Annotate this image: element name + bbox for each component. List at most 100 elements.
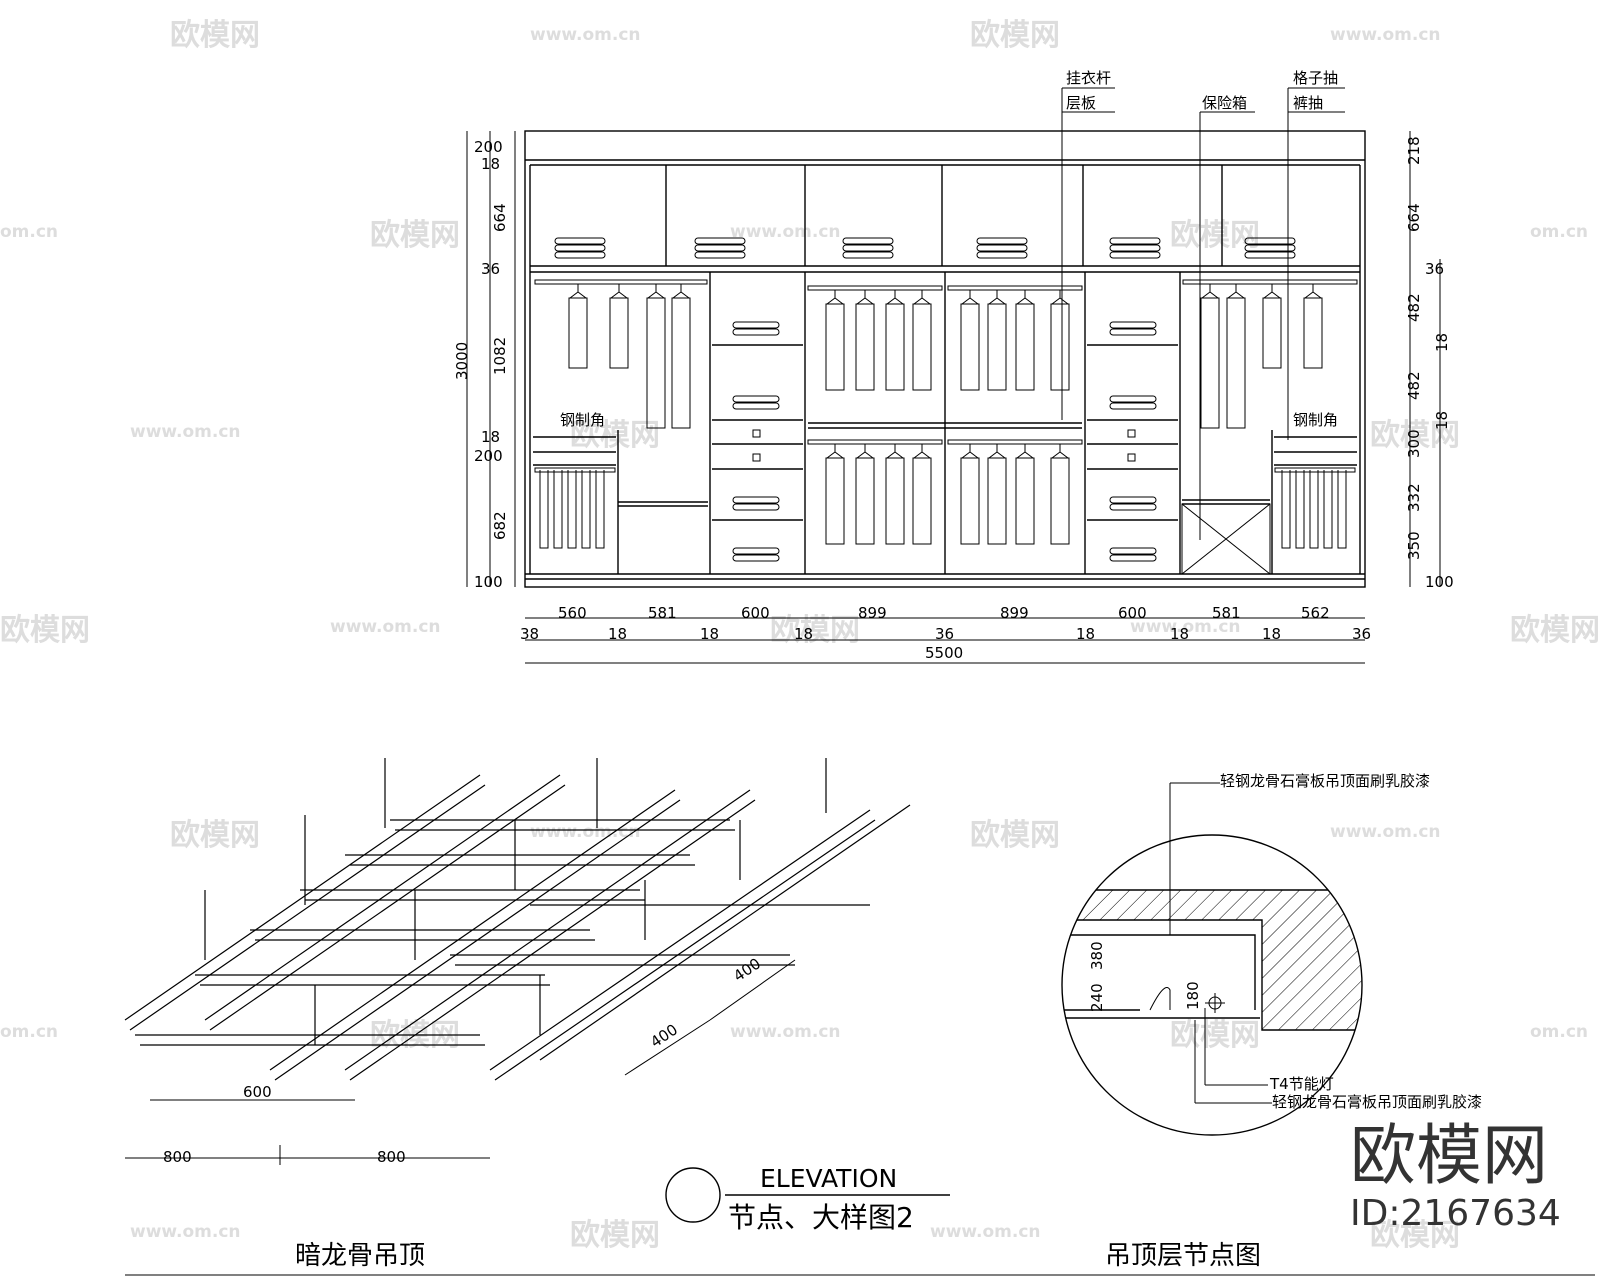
hanging-garments <box>539 284 1347 549</box>
left-dim: 100 <box>474 573 503 591</box>
node-lamp-label: T4节能灯 <box>1269 1075 1334 1093</box>
bottom-dim-top: 600 <box>1118 604 1147 622</box>
right-dim: 300 <box>1405 429 1423 458</box>
callout-grid-drawer: 格子抽 <box>1293 69 1338 87</box>
ceiling-dim-800b: 800 <box>377 1148 406 1166</box>
title-block: ELEVATION 节点、大样图2 <box>665 1164 950 1234</box>
bottom-dim-bottom: 36 <box>1352 625 1371 643</box>
left-dim: 1082 <box>491 337 509 375</box>
watermark-url: www.om.cn <box>530 822 641 842</box>
brand-stamp: 欧模网 <box>1350 1117 1548 1194</box>
ceiling-dim-400b: 400 <box>647 1020 681 1051</box>
left-dim: 664 <box>491 203 509 232</box>
watermark-logo: 欧模网 <box>170 818 260 853</box>
watermark-logo: 欧模网 <box>970 818 1060 853</box>
right-dim: 482 <box>1405 371 1423 400</box>
watermark-url: om.cn <box>0 1022 58 1042</box>
watermark-url: www.om.cn <box>930 1222 1041 1242</box>
left-dim: 200 <box>474 447 503 465</box>
watermark-url: www.om.cn <box>330 617 441 637</box>
overall-width: 5500 <box>925 644 963 662</box>
right-dim: 332 <box>1405 483 1423 512</box>
ceiling-keel-drawing: 400 400 600 800 800 暗龙骨吊顶 <box>124 758 911 1271</box>
safe-box <box>1181 503 1271 575</box>
watermark-url: www.om.cn <box>130 422 241 442</box>
bottom-dim-top: 899 <box>858 604 887 622</box>
model-id: ID:2167634 <box>1350 1193 1561 1234</box>
folded-clothes <box>554 237 1296 562</box>
ceiling-node-detail: 轻钢龙骨石膏板吊顶面刷乳胶漆 380 240 180 T4节能灯 轻钢龙骨石膏板… <box>1061 772 1482 1271</box>
bottom-dim-bottom: 18 <box>1076 625 1095 643</box>
left-dim: 682 <box>491 511 509 540</box>
node-caption: 吊顶层节点图 <box>1105 1241 1261 1271</box>
title-line-2: 节点、大样图2 <box>728 1201 914 1234</box>
watermark-logo: 欧模网 <box>570 418 660 453</box>
left-dim: 36 <box>481 260 500 278</box>
watermark-logo: 欧模网 <box>770 613 860 648</box>
callout-safe: 保险箱 <box>1202 94 1247 112</box>
ceiling-caption: 暗龙骨吊顶 <box>295 1241 425 1271</box>
bottom-dim-top: 581 <box>648 604 677 622</box>
left-dimension-line <box>466 131 516 587</box>
watermark-logo: 欧模网 <box>1510 613 1600 648</box>
watermark-url: om.cn <box>0 222 58 242</box>
callout-shelf: 层板 <box>1066 94 1096 112</box>
bottom-dim-top: 562 <box>1301 604 1330 622</box>
cabinet-outline <box>524 130 1366 588</box>
bottom-dim-bottom: 18 <box>794 625 813 643</box>
bottom-dim-bottom: 18 <box>1262 625 1281 643</box>
watermark-url: www.om.cn <box>730 1022 841 1042</box>
bottom-dim-bottom: 18 <box>700 625 719 643</box>
right-dim: 482 <box>1405 293 1423 322</box>
overall-height: 3000 <box>453 342 471 380</box>
watermark-logo: 欧模网 <box>970 18 1060 53</box>
watermark-url: www.om.cn <box>1130 617 1241 637</box>
watermark-logo: 欧模网 <box>370 218 460 253</box>
right-dim: 100 <box>1425 573 1454 591</box>
node-note-top: 轻钢龙骨石膏板吊顶面刷乳胶漆 <box>1220 772 1430 790</box>
partitions <box>617 272 1273 574</box>
wardrobe-elevation: 钢制角 钢制角 挂衣杆 层板 保险箱 格子抽 裤抽 200 18 664 36 … <box>453 69 1454 664</box>
watermark-url: www.om.cn <box>1330 822 1441 842</box>
bottom-dim-top: 581 <box>1212 604 1241 622</box>
ceiling-dim-800a: 800 <box>163 1148 192 1166</box>
hanging-rods <box>534 279 1358 473</box>
node-dim-240: 240 <box>1088 983 1106 1012</box>
watermark-logo: 欧模网 <box>0 613 90 648</box>
watermark-url: www.om.cn <box>1330 25 1441 45</box>
corner-label-right: 钢制角 <box>1293 411 1338 429</box>
right-dim: 218 <box>1405 136 1423 165</box>
top-dividers <box>665 165 1223 266</box>
watermark-logo: 欧模网 <box>1170 1018 1260 1053</box>
watermark-logo: 欧模网 <box>1170 218 1260 253</box>
watermark-logo: 欧模网 <box>570 1218 660 1253</box>
right-dim: 18 <box>1433 333 1451 352</box>
node-note-bottom: 轻钢龙骨石膏板吊顶面刷乳胶漆 <box>1272 1093 1482 1111</box>
node-dim-380: 380 <box>1088 941 1106 970</box>
left-dim: 18 <box>481 155 500 173</box>
watermark-url: om.cn <box>1530 222 1588 242</box>
left-dim: 18 <box>481 428 500 446</box>
right-dimension-line <box>1409 131 1441 587</box>
right-dim: 664 <box>1405 203 1423 232</box>
watermark-url: www.om.cn <box>730 222 841 242</box>
watermark-url: www.om.cn <box>530 25 641 45</box>
right-dim: 350 <box>1405 531 1423 560</box>
title-circle <box>665 1167 721 1223</box>
watermark-url: om.cn <box>1530 1022 1588 1042</box>
bottom-dim-bottom: 38 <box>520 625 539 643</box>
drawer-knobs <box>752 429 1136 462</box>
watermark-logo: 欧模网 <box>1370 418 1460 453</box>
ceiling-dim-400a: 400 <box>730 954 764 985</box>
watermark-url: www.om.cn <box>130 1222 241 1242</box>
watermark-logo: 欧模网 <box>170 18 260 53</box>
bottom-dim-bottom: 18 <box>608 625 627 643</box>
right-dim: 18 <box>1433 411 1451 430</box>
bottom-dim-top: 560 <box>558 604 587 622</box>
title-line-1: ELEVATION <box>760 1164 897 1193</box>
bottom-dimension-lines <box>525 617 1365 664</box>
bottom-dim-top: 600 <box>741 604 770 622</box>
watermark-logo: 欧模网 <box>1370 1218 1460 1253</box>
callout-trouser-drawer: 裤抽 <box>1293 94 1323 112</box>
